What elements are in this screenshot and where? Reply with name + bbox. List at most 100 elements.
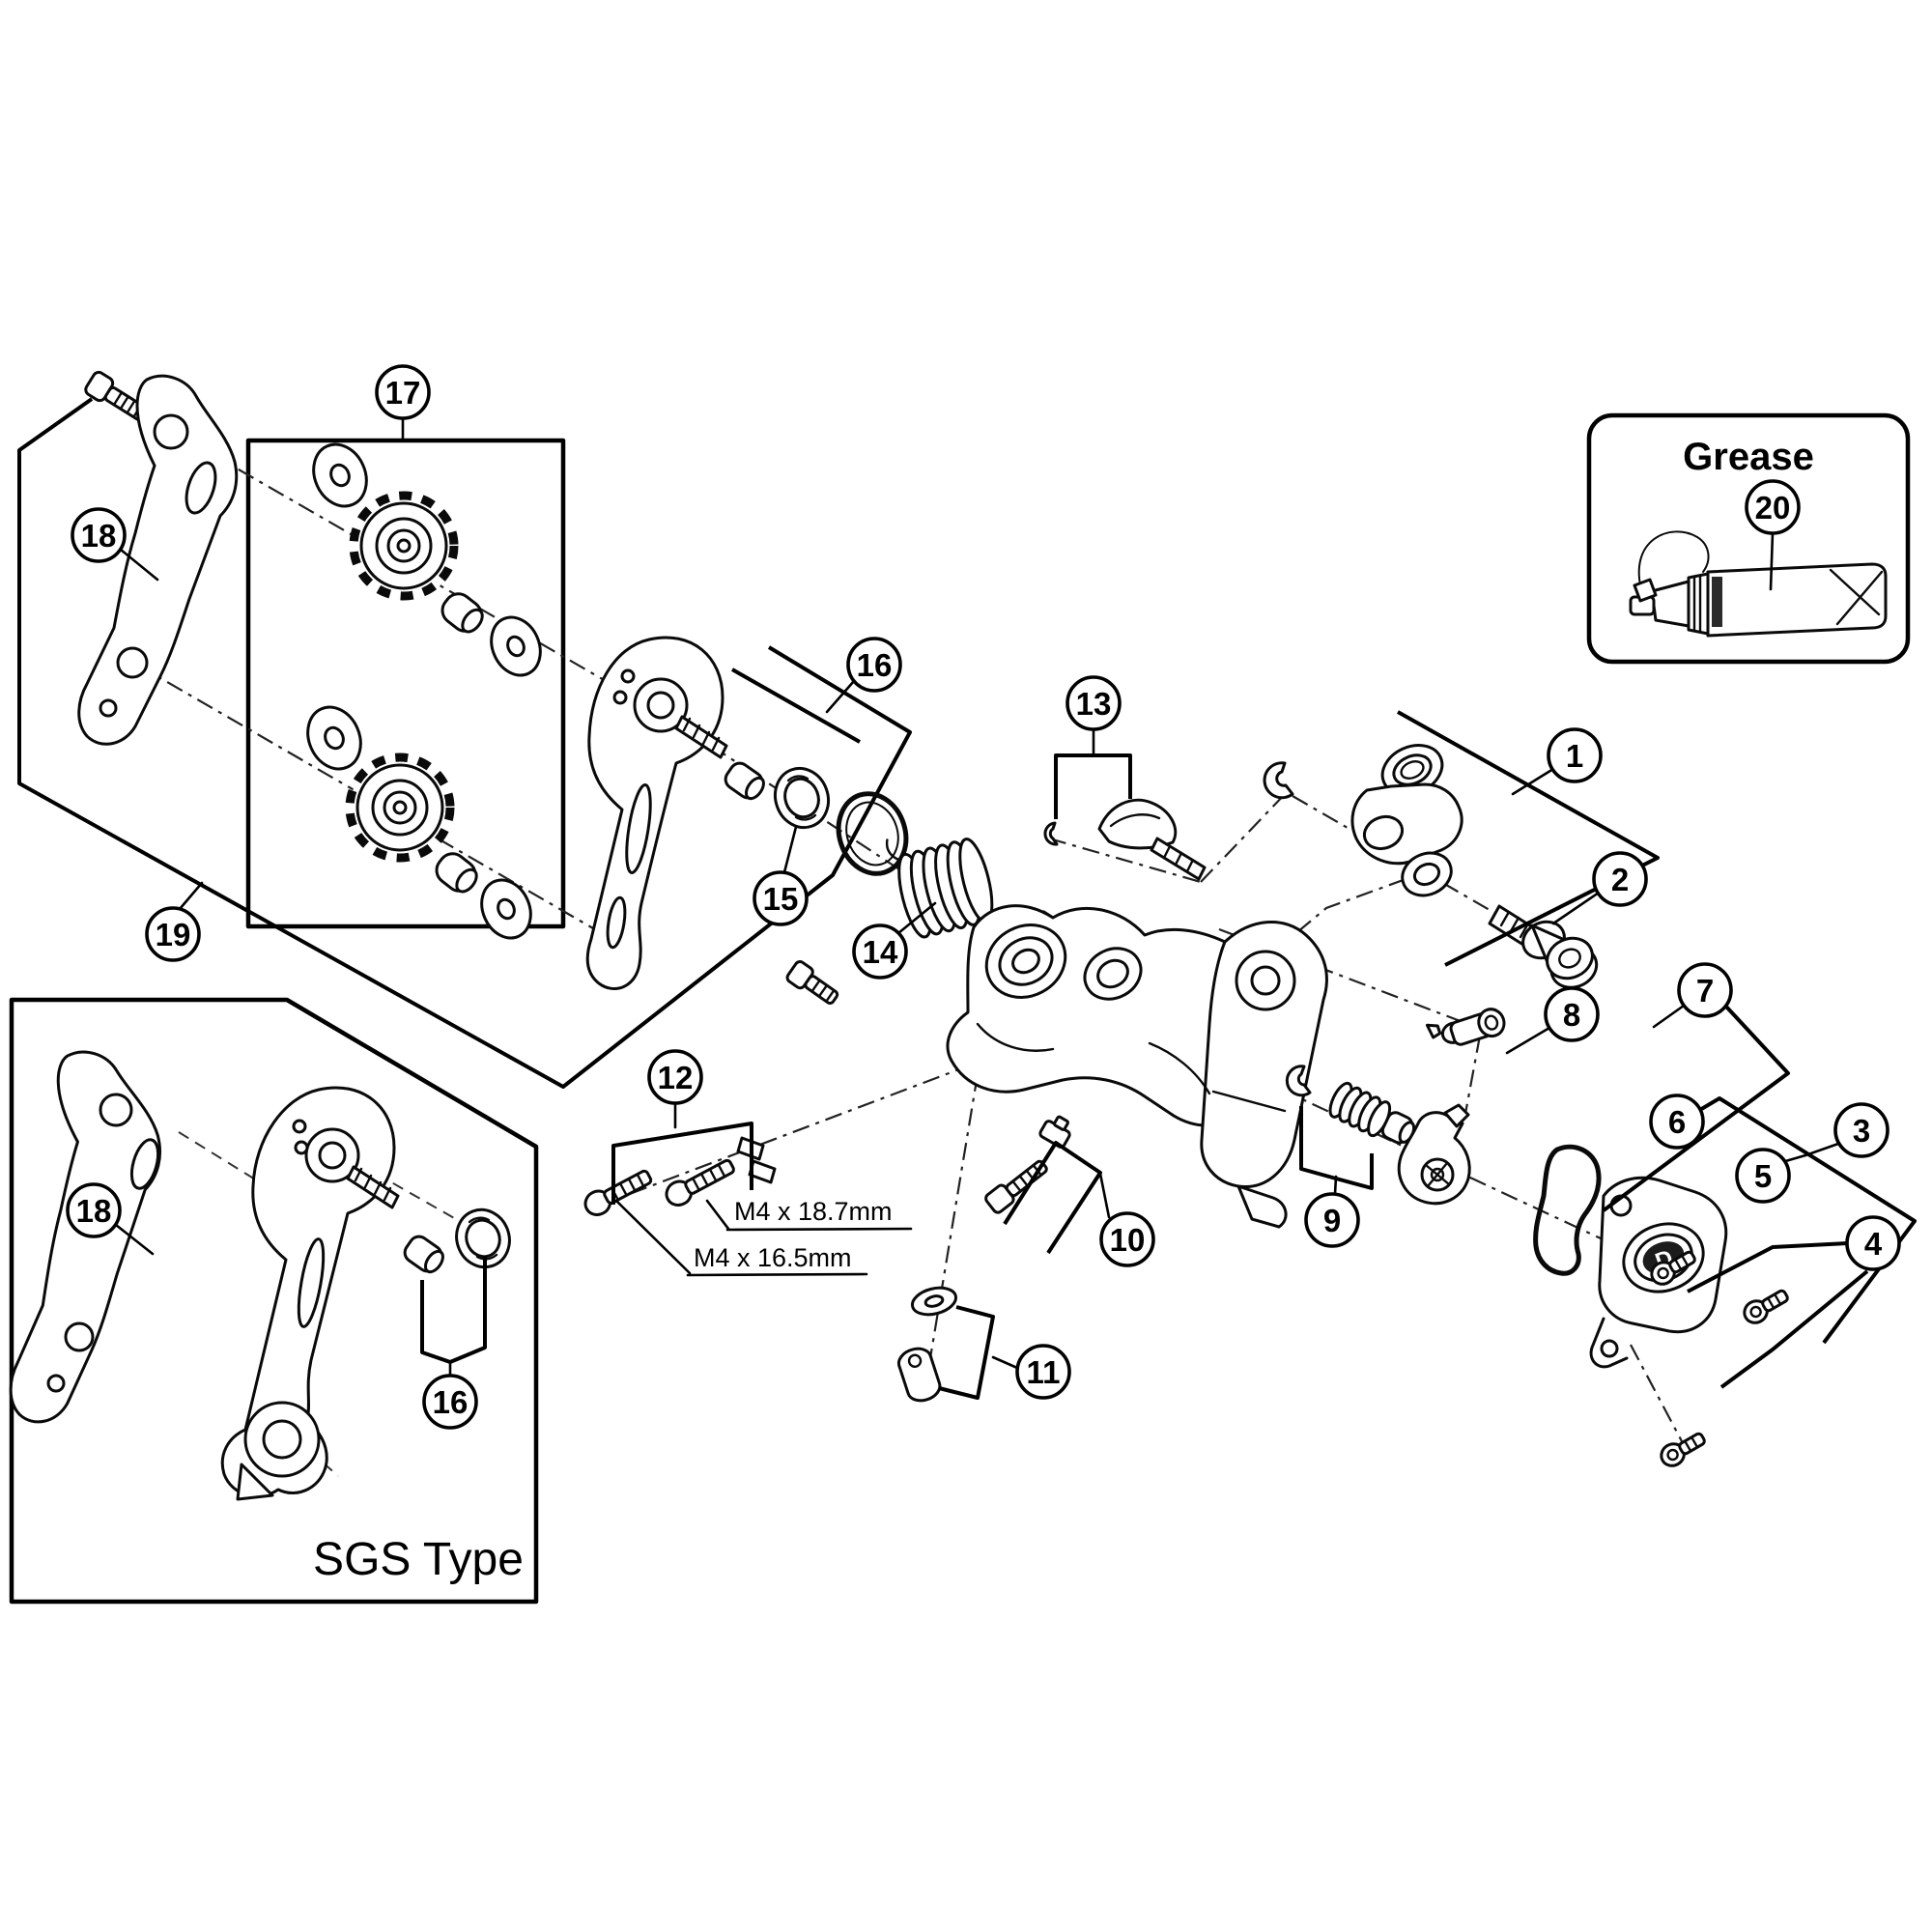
svg-text:3: 3: [1853, 1113, 1870, 1149]
bracket-16-sgs-a: [420, 1280, 451, 1364]
pulley-washer-2-hole: [506, 635, 526, 658]
stopper-pin: [724, 761, 765, 801]
callout-4: 4: [1845, 1215, 1901, 1271]
pulley-bushing-2: [435, 852, 478, 894]
tube-brand-stripe: [1712, 577, 1722, 627]
leader-1: [1511, 767, 1555, 796]
svg-text:10: 10: [1110, 1222, 1146, 1258]
leader-8: [1505, 1026, 1551, 1055]
axis-cable-guide: [1048, 837, 1202, 884]
leader-9: [1333, 1175, 1338, 1196]
leader-20: [1769, 531, 1775, 591]
callout-12: 12: [647, 1049, 703, 1105]
leader-19: [178, 881, 204, 911]
sgs-cage-plate-16: [220, 1086, 400, 1501]
bracket-16-sgs-b: [449, 1256, 487, 1364]
svg-text:19: 19: [156, 917, 191, 952]
cable-guide-clip: [1043, 821, 1059, 846]
svg-text:13: 13: [1076, 686, 1112, 722]
cage-bolt-bottom: [785, 960, 839, 1006]
callout-15: 15: [753, 870, 809, 926]
svg-text:4: 4: [1864, 1226, 1883, 1262]
svg-text:18: 18: [81, 518, 117, 554]
svg-text:11: 11: [1027, 1354, 1061, 1390]
bracket-12: [611, 1122, 753, 1205]
svg-text:16: 16: [857, 647, 893, 683]
group-17-box: [245, 438, 566, 929]
outer-plate-18-top: [77, 370, 239, 746]
callout-16: 16: [846, 637, 902, 693]
svg-text:15: 15: [763, 881, 799, 917]
axis-bracket-unit-a: [1200, 791, 1288, 883]
callout-2: 2: [1592, 851, 1648, 907]
svg-text:18: 18: [76, 1193, 112, 1229]
leader-16: [825, 679, 856, 714]
svg-text:7: 7: [1696, 973, 1714, 1009]
cable-fixing-clamp-8: [1425, 1008, 1506, 1046]
plate-bushing-15: [774, 766, 830, 830]
callout-9: 9: [1304, 1192, 1360, 1248]
bracket-11: [938, 1305, 995, 1400]
m4-short-underline: [686, 1272, 868, 1277]
tube-nozzle: [1650, 580, 1690, 628]
svg-text:5: 5: [1754, 1158, 1772, 1194]
leader-18: [119, 548, 159, 582]
leader-15: [782, 825, 798, 874]
m4-long-leader: [705, 1199, 730, 1231]
cable-guide-13: [1043, 798, 1207, 881]
grease-tube-20: [1629, 530, 1888, 638]
callout-14: 14: [852, 923, 908, 980]
axis-bolt-11: [923, 1073, 980, 1394]
cam-lever: [1397, 1103, 1471, 1206]
grease-box: [1586, 412, 1911, 665]
leader-18-sgs: [114, 1223, 155, 1256]
sgs-plate-bushing: [455, 1208, 511, 1269]
callout-1: 1: [1547, 727, 1603, 783]
svg-text:6: 6: [1668, 1104, 1686, 1140]
svg-text:16: 16: [433, 1384, 469, 1420]
leader-2: [1551, 891, 1601, 925]
leader-3: [1804, 1142, 1840, 1157]
sgs-outer-plate-18: [0, 1047, 171, 1425]
leader-14: [896, 901, 937, 935]
c-ring: [1285, 1065, 1312, 1097]
stroke-adjust-screws-10: [984, 1115, 1071, 1214]
callout-16: 16: [422, 1374, 478, 1430]
axis-screws-12: [613, 1063, 973, 1202]
group-16-outline-inner: [731, 668, 861, 744]
sgs-stopper-pin: [403, 1235, 444, 1274]
svg-text:8: 8: [1563, 997, 1580, 1033]
pulley-washer-3-hole: [324, 725, 345, 751]
callout-17: 17: [375, 364, 431, 420]
callout-18: 18: [66, 1182, 122, 1238]
m4-short-leader: [614, 1199, 692, 1275]
bracket-10: [1003, 1141, 1102, 1255]
callout-6: 6: [1649, 1094, 1705, 1150]
bracket-4-a: [1687, 1241, 1849, 1293]
sgs-type-label: SGS Type: [313, 1534, 524, 1585]
callout-8: 8: [1544, 986, 1600, 1042]
pulley-washer-4-hole: [497, 897, 516, 921]
outer-cage-plate-16: [585, 636, 839, 1006]
callout-11: 11: [1015, 1344, 1071, 1400]
guide-pulley: [349, 491, 459, 601]
tube-cap-strap: [1637, 530, 1710, 594]
axis-clamp-to-lever: [1463, 1035, 1482, 1120]
c-clip: [1263, 761, 1294, 800]
sgs-type-box: [9, 997, 539, 1605]
gasket-6: [1533, 1144, 1602, 1276]
screw-size-short-label: M4 x 16.5mm: [694, 1243, 852, 1272]
svg-text:9: 9: [1323, 1203, 1341, 1238]
callout-10: 10: [1099, 1211, 1155, 1267]
callout-18: 18: [71, 507, 127, 563]
leader-11: [991, 1355, 1019, 1370]
leader-10: [1098, 1172, 1111, 1219]
spring-washer: [836, 791, 909, 876]
cover-screws-4: [1650, 1250, 1789, 1467]
tension-pulley: [345, 753, 455, 863]
bracket-1: [1397, 710, 1660, 967]
callout-19: 19: [145, 906, 201, 962]
